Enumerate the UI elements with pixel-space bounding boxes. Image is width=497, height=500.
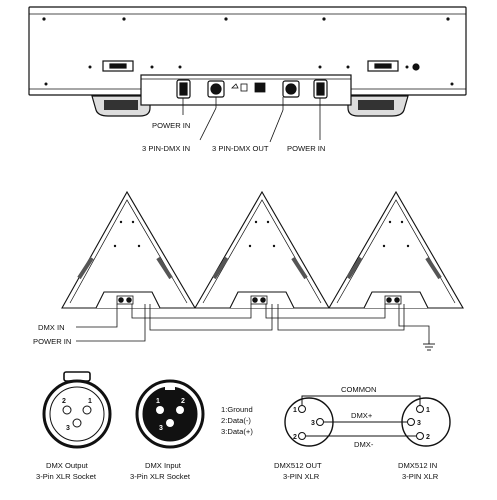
xlr-input-pin-2 <box>176 406 184 414</box>
mount-slot-right <box>367 60 399 72</box>
triangle-fixture-1 <box>61 190 196 309</box>
label-dmx-plus: DMX+ <box>351 411 373 420</box>
mount-slot-left <box>102 60 134 72</box>
out-pin-label-3: 3 <box>311 420 315 427</box>
pin-legend-2: 2:Data(-) <box>221 416 251 425</box>
label-dmx-minus: DMX- <box>354 440 374 449</box>
triangle-fixture-2 <box>194 190 330 309</box>
xlr-input-pin-label-1: 1 <box>156 398 160 405</box>
xlr-output-pin-label-2: 2 <box>62 398 66 405</box>
triangle-fixture-3 <box>328 190 464 309</box>
label-power-in-right: POWER IN <box>287 144 325 153</box>
out-pin-label-2: 2 <box>293 434 297 441</box>
triangle-fixture-chain <box>61 190 464 351</box>
common-wire <box>301 395 421 405</box>
xlr-output-pin-3 <box>72 418 82 428</box>
label-common: COMMON <box>341 385 376 394</box>
lock-knob-icon <box>412 63 420 71</box>
pin-legend-1: 1:Ground <box>221 405 253 414</box>
in-pin-3 <box>407 418 415 426</box>
label-dmx-out: 3 PIN-DMX OUT <box>212 144 269 153</box>
xlr-input-caption-2: 3-Pin XLR Socket <box>130 472 191 481</box>
in-pin-label-3: 3 <box>417 420 421 427</box>
out-pin-label-1: 1 <box>293 407 297 414</box>
power-in-socket-left <box>176 79 191 99</box>
xlr-input-pin-3 <box>166 419 174 427</box>
fuse-symbols <box>231 82 266 93</box>
dmx512-in-caption-1: DMX512 IN <box>398 461 437 470</box>
xlr-output-pin-label-3: 3 <box>66 425 70 432</box>
dmx512-in-caption-2: 3-PIN XLR <box>402 472 439 481</box>
dmx-in-socket <box>207 80 225 98</box>
xlr-output-socket <box>42 371 112 449</box>
panel-screws <box>42 17 454 86</box>
xlr-output-caption-2: 3-Pin XLR Socket <box>36 472 97 481</box>
out-pin-2 <box>298 432 306 440</box>
dmx512-out-caption-2: 3-PIN XLR <box>283 472 320 481</box>
in-pin-1 <box>416 405 424 413</box>
xlr-output-caption-1: DMX Output <box>46 461 89 470</box>
label-chain-power-in: POWER IN <box>33 337 71 346</box>
xlr-output-pin-1 <box>82 405 92 415</box>
label-dmx-in: 3 PIN-DMX IN <box>142 144 190 153</box>
xlr-output-pin-label-1: 1 <box>88 398 92 405</box>
label-chain-dmx-in: DMX IN <box>38 323 65 332</box>
ground-symbol-icon <box>423 340 435 351</box>
fixture-rear-panel <box>28 6 467 143</box>
dmx-chain-cable <box>76 304 386 328</box>
in-pin-2 <box>416 432 424 440</box>
dmx-out-socket <box>282 80 300 98</box>
label-power-in-left: POWER IN <box>152 121 190 130</box>
pin-legend-3: 3:Data(+) <box>221 427 253 436</box>
power-in-socket-right <box>313 79 328 99</box>
in-pin-label-1: 1 <box>426 407 430 414</box>
out-pin-1 <box>298 405 306 413</box>
xlr-input-pin-label-2: 2 <box>181 398 185 405</box>
xlr-input-socket <box>135 379 205 449</box>
xlr-input-caption-1: DMX Input <box>145 461 182 470</box>
callout-lines <box>182 97 321 143</box>
xlr-output-pin-2 <box>62 405 72 415</box>
power-chain-cable <box>76 304 430 342</box>
wiring-diagram <box>284 395 451 447</box>
in-pin-label-2: 2 <box>426 434 430 441</box>
xlr-input-pin-1 <box>156 406 164 414</box>
xlr-input-pin-label-3: 3 <box>159 425 163 432</box>
out-pin-3 <box>316 418 324 426</box>
dmx512-out-caption-1: DMX512 OUT <box>274 461 322 470</box>
